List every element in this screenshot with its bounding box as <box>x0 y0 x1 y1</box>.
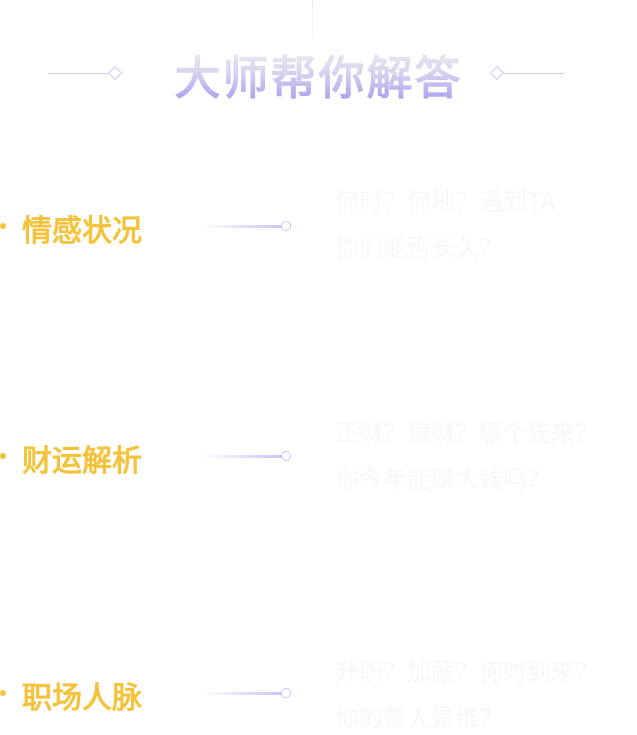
bullet-icon <box>0 453 6 459</box>
title-line-right <box>502 73 564 74</box>
beam-dot-icon <box>281 451 291 461</box>
section-label: 情感状况 <box>22 214 142 249</box>
section-label: 职场人脉 <box>22 681 142 716</box>
dotted-divider <box>312 0 313 38</box>
section-emotion: 情感状况 <box>0 200 637 260</box>
bullet-icon <box>0 223 6 229</box>
beam-dot-icon <box>281 221 291 231</box>
question-line: 升职？加薪？何时到来？ <box>335 658 599 686</box>
title-line-left <box>48 73 110 74</box>
section-career: 职场人脉 <box>0 667 637 727</box>
beam-line <box>200 225 284 228</box>
question-line: 何时？何地？遇到TA <box>335 188 557 216</box>
bullet-icon <box>0 690 6 696</box>
section-label: 财运解析 <box>22 444 142 479</box>
question-line: 你的贵人是谁？ <box>335 704 503 732</box>
beam-dot-icon <box>281 688 291 698</box>
beam-line <box>200 692 284 695</box>
section-wealth: 财运解析 <box>0 430 637 490</box>
page-title: 大师帮你解答 <box>0 42 637 108</box>
question-line: 你们能否长久？ <box>335 234 503 262</box>
question-line: 正财？偏财？哪个先来？ <box>335 419 599 447</box>
beam-line <box>200 455 284 458</box>
question-line: 你今年能赚大钱吗？ <box>335 465 551 493</box>
